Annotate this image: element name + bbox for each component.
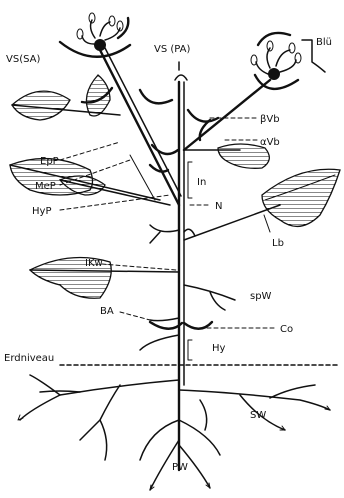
small-branches	[140, 225, 235, 350]
label-in: In	[197, 177, 206, 188]
label-beta-vb: βVb	[260, 114, 280, 125]
label-mep: MeP	[35, 181, 56, 192]
label-vs-pa: VS (PA)	[154, 44, 191, 55]
label-pw: PW	[172, 462, 188, 473]
label-ba: BA	[100, 306, 114, 317]
main-stem	[175, 62, 187, 470]
label-alpha-vb: αVb	[260, 137, 280, 148]
label-vs-sa: VS(SA)	[6, 54, 40, 65]
label-ikw: IKw	[85, 258, 103, 269]
label-erdniveau: Erdniveau	[4, 353, 54, 364]
side-shoot	[100, 46, 181, 205]
label-sw: SW	[250, 410, 266, 421]
leaf-lower-left	[30, 258, 179, 299]
flower-top-left	[60, 13, 130, 57]
flower-right	[184, 33, 325, 150]
label-n: N	[215, 201, 222, 212]
label-hy: Hy	[212, 343, 226, 354]
label-lb: Lb	[272, 238, 284, 249]
label-co: Co	[280, 324, 293, 335]
label-hyp: HyP	[32, 206, 51, 217]
label-spw: spW	[250, 291, 272, 302]
label-epp: EpP	[40, 156, 59, 167]
stipules	[184, 144, 269, 168]
leaf-upper-small	[86, 75, 110, 116]
label-blu: Blü	[316, 37, 332, 48]
